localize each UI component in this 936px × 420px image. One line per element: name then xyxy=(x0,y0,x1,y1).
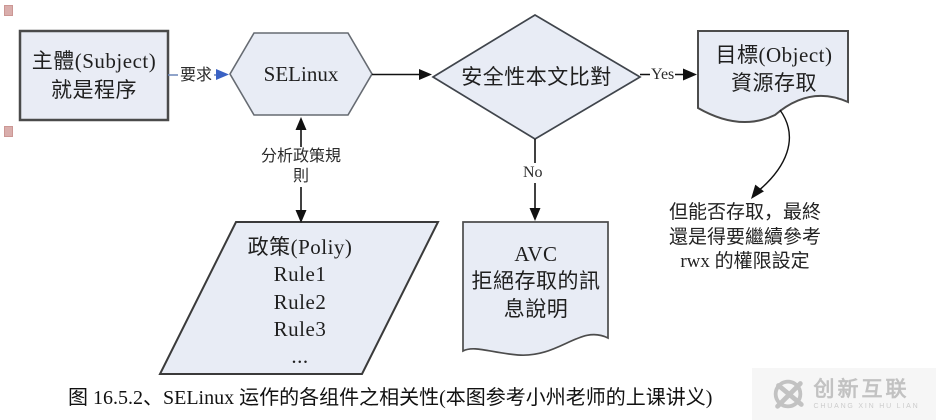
analyze-policy-line2: 則 xyxy=(292,168,309,185)
yes-label: Yes xyxy=(650,65,676,85)
avc-line2: 拒絕存取的訊 xyxy=(471,269,601,294)
watermark-subtext: CHUANG XIN HU LIAN xyxy=(813,402,920,410)
no-label: No xyxy=(521,163,545,183)
rwx-note-line3: rwx 的權限設定 xyxy=(680,251,810,273)
policy-label: 政策(Poliy) Rule1 Rule2 Rule3 ... xyxy=(210,234,390,370)
red-bullet-artifact xyxy=(4,126,13,137)
policy-rule: Rule1 xyxy=(273,262,327,287)
watermark: 创新互联 CHUANG XIN HU LIAN xyxy=(752,368,936,420)
request-label: 要求 xyxy=(178,66,215,86)
avc-line1: AVC xyxy=(514,242,558,266)
rwx-note-line1: 但能否存取，最終 xyxy=(668,202,821,223)
figure-caption: 图 16.5.2、SELinux 运作的各组件之相关性(本图参考小州老师的上课讲… xyxy=(68,387,713,409)
watermark-name: 创新互联 xyxy=(813,377,910,401)
avc-doc-label: AVC 拒絕存取的訊 息說明 xyxy=(464,241,608,323)
analyze-policy-label: 分析政策規 則 xyxy=(254,147,348,187)
object-document-shape xyxy=(697,30,849,124)
subject-box-label: 主體(Subject) 就是程序 xyxy=(20,31,168,120)
no-arrowhead-icon xyxy=(529,208,541,221)
policy-link-up-arrowhead-icon xyxy=(295,117,307,130)
request-arrowhead-icon xyxy=(216,69,229,80)
policy-rule: Rule2 xyxy=(273,289,327,314)
object-doc-label: 目標(Object) 資源存取 xyxy=(700,33,848,105)
rwx-note: 但能否存取，最終 還是得要繼續參考 rwx 的權限設定 xyxy=(650,201,840,275)
red-bullet-artifact xyxy=(4,5,13,16)
policy-rule: ... xyxy=(291,344,309,369)
analyze-policy-line1: 分析政策規 xyxy=(260,148,341,165)
policy-rule: Rule3 xyxy=(273,316,327,341)
object-line1: 目標(Object) xyxy=(715,42,833,67)
subject-line2: 就是程序 xyxy=(51,77,137,102)
object-to-note-curve xyxy=(756,109,790,193)
rwx-note-line2: 還是得要繼續參考 xyxy=(668,226,821,248)
object-line2: 資源存取 xyxy=(731,71,817,95)
avc-line3: 息說明 xyxy=(503,296,569,321)
yes-arrowhead-icon xyxy=(683,68,697,81)
subject-line1: 主體(Subject) xyxy=(31,49,157,74)
policy-link-down-arrowhead-icon xyxy=(295,210,307,223)
policy-title: 政策(Poliy) xyxy=(247,235,353,259)
policy-parallelogram-shape xyxy=(158,221,440,375)
decision-diamond-shape xyxy=(431,14,642,140)
avc-document-shape xyxy=(462,221,609,356)
watermark-text: 创新互联 CHUANG XIN HU LIAN xyxy=(814,379,920,410)
selinux-label: SELinux xyxy=(263,61,339,86)
selinux-to-decision-arrowhead-icon xyxy=(419,69,432,80)
subject-box-shape xyxy=(18,29,170,122)
object-to-note-arrowhead-icon xyxy=(751,184,764,199)
decision-label: 安全性本文比對 xyxy=(461,64,612,89)
watermark-logo-icon xyxy=(773,379,804,409)
